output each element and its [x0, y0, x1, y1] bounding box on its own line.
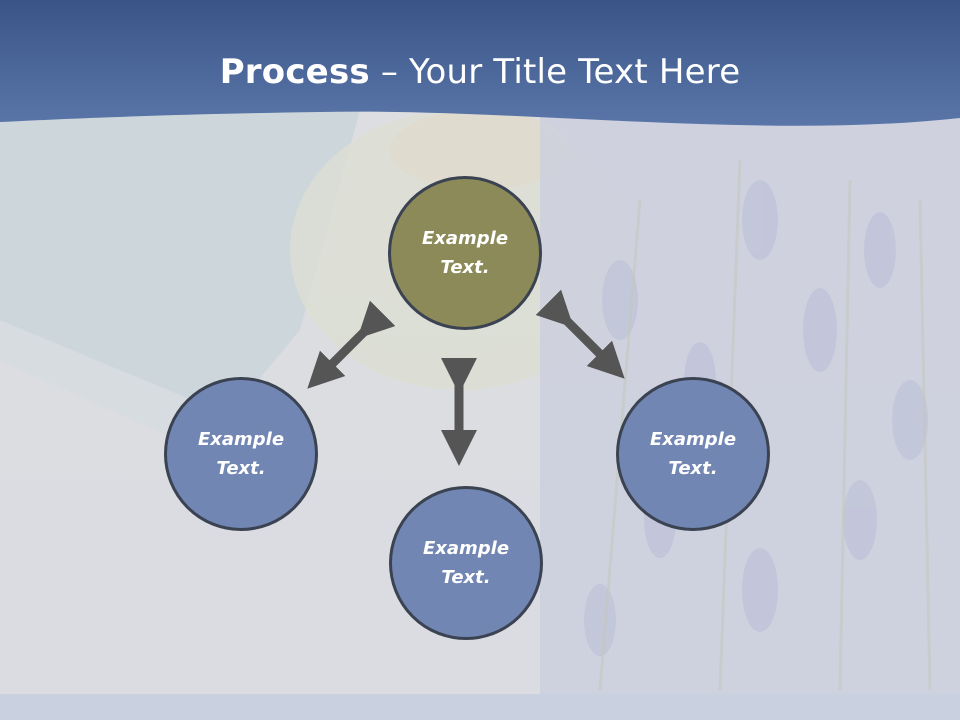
node-left-label: Example Text.	[197, 429, 285, 479]
node-top-label: Example Text.	[421, 228, 509, 278]
node-left: Example Text.	[164, 377, 318, 531]
node-right: Example Text.	[616, 377, 770, 531]
node-right-label: Example Text.	[649, 429, 737, 479]
node-top: Example Text.	[388, 176, 542, 330]
title-bold: Process	[219, 52, 370, 92]
title-rest: – Your Title Text Here	[369, 52, 741, 92]
node-bottom: Example Text.	[389, 486, 543, 640]
slide-title: Process – Your Title Text Here	[0, 52, 960, 92]
node-bottom-label: Example Text.	[422, 538, 510, 588]
footer-band	[0, 694, 960, 720]
